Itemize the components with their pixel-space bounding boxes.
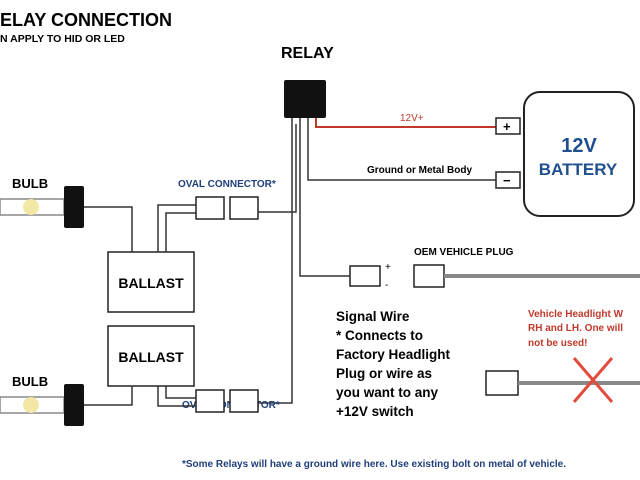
bottom-ballast xyxy=(107,325,195,387)
signal-wire-line-5: you want to any xyxy=(336,385,439,400)
bottom-oval-connector-left xyxy=(195,389,225,413)
relay-to-bottom-connector-wire xyxy=(258,124,293,404)
bottom-bulb-label: BULB xyxy=(12,374,48,389)
relay-label: RELAY xyxy=(281,45,334,62)
signal-plus: + xyxy=(385,262,391,273)
top-oval-connector-left xyxy=(195,196,225,220)
battery-negative-terminal xyxy=(495,171,521,189)
top-bulb-glow xyxy=(23,199,39,215)
relay-box xyxy=(284,80,326,118)
battery-box xyxy=(523,91,635,217)
diagram-title: ELAY CONNECTION xyxy=(0,10,172,30)
bottom-bulb-base xyxy=(64,384,84,426)
ground-wire xyxy=(307,124,496,181)
top-oval-connector-label: OVAL CONNECTOR* xyxy=(178,179,276,190)
relay-to-top-connector-wire xyxy=(258,124,297,213)
ground-label: Ground or Metal Body xyxy=(367,165,472,176)
top-ballast-to-connector-wire-2 xyxy=(165,212,196,252)
signal-wire-line-3: Factory Headlight xyxy=(336,347,451,362)
signal-wire-line-4: Plug or wire as xyxy=(336,366,432,381)
signal-wire-line-1: Signal Wire xyxy=(336,309,410,324)
footnote: *Some Relays will have a ground wire her… xyxy=(182,459,566,470)
vehicle-headlight-plug xyxy=(485,370,519,396)
top-bulb-to-ballast-wire xyxy=(84,206,133,252)
bottom-ballast-to-connector-wire-2 xyxy=(157,386,196,407)
oem-plug xyxy=(413,264,445,288)
not-used-x-icon xyxy=(572,357,614,403)
top-ballast-to-connector-wire xyxy=(157,204,196,252)
top-oval-connector-right xyxy=(229,196,259,220)
signal-wire xyxy=(299,124,350,277)
battery-label: BATTERY xyxy=(539,160,618,179)
oem-plug-label: OEM VEHICLE PLUG xyxy=(414,247,514,258)
top-ballast-label: BALLAST xyxy=(118,275,184,291)
diagram-subtitle: N APPLY TO HID OR LED xyxy=(0,33,125,45)
bottom-bulb-glow xyxy=(23,397,39,413)
vehicle-headlight-line-1: Vehicle Headlight W xyxy=(528,309,624,320)
signal-wire-line-2: * Connects to xyxy=(336,328,423,343)
signal-minus: - xyxy=(385,280,388,291)
bottom-oval-connector-right xyxy=(229,389,259,413)
signal-connector xyxy=(349,265,381,287)
top-bulb-label: BULB xyxy=(12,176,48,191)
bottom-ballast-to-connector-wire xyxy=(165,386,196,399)
battery-voltage-label: 12V xyxy=(561,135,597,157)
battery-minus-symbol: − xyxy=(503,173,511,188)
top-bulb-base xyxy=(64,186,84,228)
twelve-volt-label: 12V+ xyxy=(400,113,424,124)
bottom-bulb-to-ballast-wire xyxy=(84,386,133,406)
top-ballast xyxy=(107,251,195,313)
bottom-ballast-label: BALLAST xyxy=(118,349,184,365)
twelve-volt-wire xyxy=(315,118,496,128)
vehicle-headlight-line-2: RH and LH. One will xyxy=(528,323,623,334)
battery-positive-terminal xyxy=(495,117,521,135)
vehicle-headlight-line-3: not be used! xyxy=(528,338,587,349)
signal-wire-line-6: +12V switch xyxy=(336,404,414,419)
battery-plus-symbol: + xyxy=(503,119,511,134)
